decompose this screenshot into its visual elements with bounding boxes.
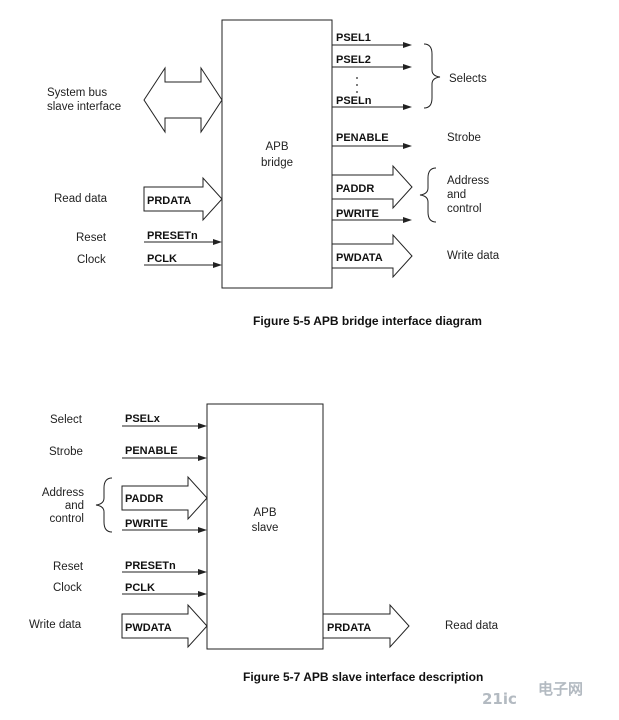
pwrite-arrowhead (403, 217, 412, 223)
pwdata-signal-label: PWDATA (336, 252, 383, 264)
slave-address-control-brace (95, 477, 113, 533)
slave-pwrite-signal-label: PWRITE (125, 518, 168, 530)
pseln-arrowhead (403, 104, 412, 110)
slave-block-label-line2: slave (252, 522, 279, 534)
slave-prdata-signal-label: PRDATA (327, 622, 371, 634)
presetn-signal-label: PRESETn (147, 230, 198, 242)
address-label-line2: and (447, 189, 466, 201)
strobe-label: Strobe (447, 132, 481, 144)
address-label-line3: control (447, 203, 482, 215)
system-bus-label-line1: System bus (47, 87, 107, 99)
read-data-label: Read data (54, 193, 108, 205)
pseln-signal-label: PSELn (336, 95, 372, 107)
bridge-block-label-line2: bridge (261, 157, 293, 169)
slave-write-data-label: Write data (29, 619, 82, 631)
apb-slave-block (206, 403, 324, 650)
psel1-signal-label: PSEL1 (336, 32, 371, 44)
bridge-block-label-line1: APB (265, 141, 288, 153)
prdata-input-arrow (143, 176, 223, 222)
watermark-line1: 21ic (482, 690, 517, 708)
pwrite-signal-label: PWRITE (336, 208, 379, 220)
slave-pclk-signal-label: PCLK (125, 582, 155, 594)
slave-clock-label: Clock (53, 582, 82, 594)
penable-arrowhead (403, 143, 412, 149)
system-bus-label-line2: slave interface (47, 101, 121, 113)
apb-slave-diagram: APB slave PSELx Select PENABLE Strobe PA… (29, 403, 499, 684)
penable-signal-label: PENABLE (336, 132, 389, 144)
address-label-line1: Address (447, 175, 489, 187)
pclk-arrowhead (213, 262, 222, 268)
watermark: 21ic 电子网 (482, 680, 583, 708)
slave-pclk-arrowhead (198, 591, 207, 597)
slave-penable-signal-label: PENABLE (125, 445, 178, 457)
slave-read-data-label: Read data (445, 620, 499, 632)
psel2-signal-label: PSEL2 (336, 54, 371, 66)
selects-brace (423, 43, 441, 109)
psel1-arrowhead (403, 42, 412, 48)
reset-label: Reset (76, 232, 107, 244)
selects-label: Selects (449, 73, 487, 85)
presetn-arrowhead (213, 239, 222, 245)
psel2-arrowhead (403, 64, 412, 70)
slave-paddr-signal-label: PADDR (125, 493, 163, 505)
slave-prdata-output-arrow (322, 603, 410, 649)
slave-pwdata-input-arrow (121, 603, 208, 649)
figure-5-5-caption: Figure 5-5 APB bridge interface diagram (253, 314, 482, 328)
address-control-brace (419, 167, 437, 223)
select-label: Select (50, 414, 83, 426)
write-data-label: Write data (447, 250, 500, 262)
figure-5-7-caption: Figure 5-7 APB slave interface descripti… (243, 670, 483, 684)
pselx-arrowhead (198, 423, 207, 429)
slave-reset-label: Reset (53, 561, 84, 573)
apb-bridge-block (221, 19, 333, 289)
pselx-signal-label: PSELx (125, 413, 161, 425)
slave-block-label-line1: APB (253, 507, 276, 519)
slave-address-label-line3: control (49, 513, 84, 525)
slave-presetn-signal-label: PRESETn (125, 560, 176, 572)
apb-bridge-diagram: APB bridge System bus slave interface PR… (47, 19, 500, 328)
slave-pwdata-signal-label: PWDATA (125, 622, 172, 634)
slave-penable-arrowhead (198, 455, 207, 461)
pwdata-output-arrow (331, 233, 413, 279)
slave-presetn-arrowhead (198, 569, 207, 575)
slave-strobe-label: Strobe (49, 446, 83, 458)
paddr-output-arrow (331, 164, 413, 210)
paddr-signal-label: PADDR (336, 183, 374, 195)
clock-label: Clock (77, 254, 106, 266)
psel-continuation-dots (356, 77, 358, 93)
slave-pwrite-arrowhead (198, 527, 207, 533)
prdata-signal-label: PRDATA (147, 195, 191, 207)
pclk-signal-label: PCLK (147, 253, 177, 265)
slave-address-label-line2: and (65, 500, 84, 512)
watermark-line2: 电子网 (538, 680, 583, 698)
system-bus-double-arrow (143, 66, 223, 134)
slave-address-label-line1: Address (42, 487, 84, 499)
slave-paddr-input-arrow (121, 475, 208, 521)
